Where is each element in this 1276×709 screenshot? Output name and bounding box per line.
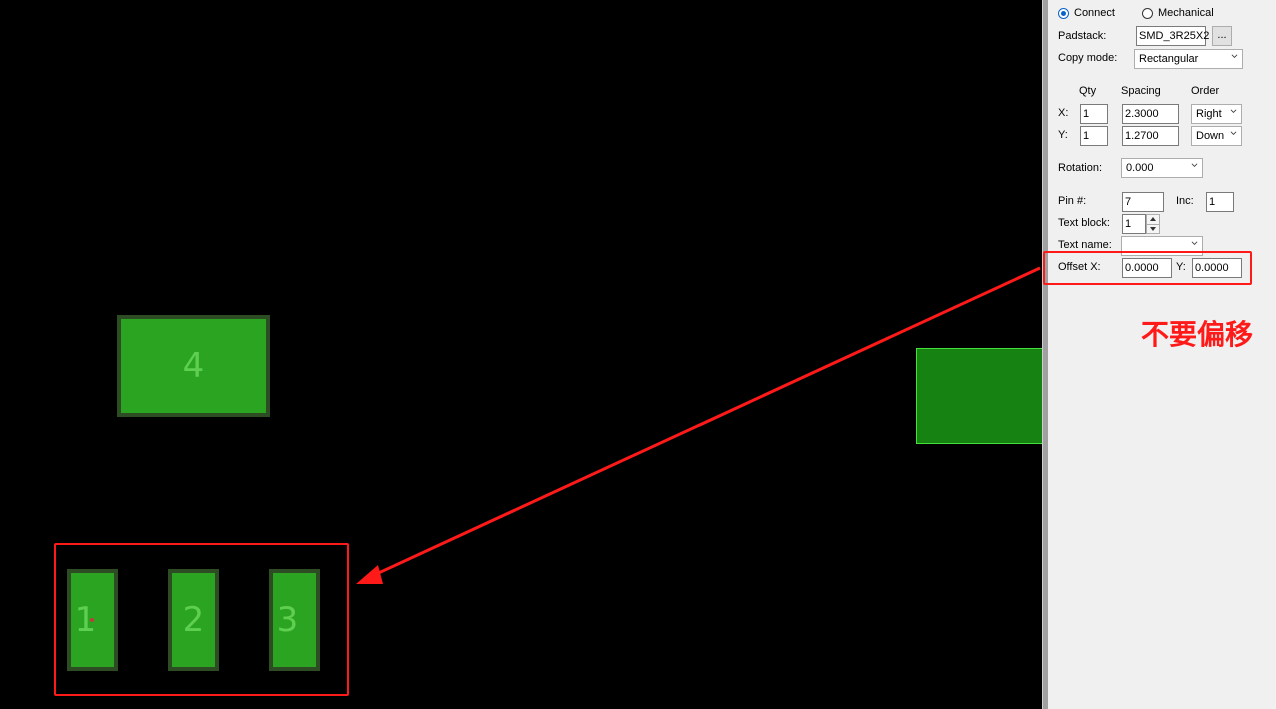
padstack-input[interactable]: SMD_3R25X2 xyxy=(1136,26,1209,46)
pad-number: 1 xyxy=(74,600,97,640)
offset-y-input[interactable]: 0.0000 xyxy=(1192,258,1242,278)
pad-2[interactable]: 2 xyxy=(168,569,219,671)
x-order-dropdown[interactable]: Right xyxy=(1191,104,1242,124)
pad-number: 4 xyxy=(182,346,205,386)
copy-mode-label: Copy mode: xyxy=(1058,52,1118,64)
offset-y-label: Y: xyxy=(1176,261,1186,273)
order-header: Order xyxy=(1191,85,1220,97)
text-block-input[interactable]: 1 xyxy=(1122,214,1146,234)
rotation-label: Rotation: xyxy=(1058,162,1103,174)
inc-input[interactable]: 1 xyxy=(1206,192,1234,212)
padstack-label: Padstack: xyxy=(1058,30,1107,42)
pin-label: Pin #: xyxy=(1058,195,1087,207)
pcb-canvas[interactable]: 4 1 2 3 xyxy=(0,0,1043,709)
pad-4[interactable]: 4 xyxy=(117,315,270,417)
x-spacing-input[interactable]: 2.3000 xyxy=(1122,104,1179,124)
chevron-down-icon xyxy=(1230,131,1237,135)
pad-origin-marker xyxy=(90,618,94,622)
rotation-value: 0.000 xyxy=(1126,162,1154,174)
pad-1[interactable]: 1 xyxy=(67,569,118,671)
copy-mode-value: Rectangular xyxy=(1139,53,1199,65)
padstack-browse-button[interactable]: ... xyxy=(1212,26,1232,46)
y-qty-input[interactable]: 1 xyxy=(1080,126,1108,146)
y-label: Y: xyxy=(1058,129,1068,141)
spacing-header: Spacing xyxy=(1121,85,1161,97)
y-order-value: Down xyxy=(1196,130,1225,142)
annotation-text: 不要偏移 xyxy=(1141,318,1254,351)
chevron-down-icon xyxy=(1191,163,1198,167)
connect-label: Connect xyxy=(1074,7,1115,19)
offset-x-input[interactable]: 0.0000 xyxy=(1122,258,1172,278)
text-name-label: Text name: xyxy=(1058,239,1112,251)
connect-radio[interactable] xyxy=(1058,8,1069,19)
chevron-down-icon xyxy=(1230,109,1237,113)
text-block-label: Text block: xyxy=(1058,217,1110,229)
spin-up-icon[interactable] xyxy=(1147,215,1159,225)
selected-pad[interactable] xyxy=(916,348,1043,444)
properties-panel: Connect Mechanical Padstack: SMD_3R25X2 … xyxy=(1043,0,1276,709)
chevron-down-icon xyxy=(1231,54,1238,58)
y-order-dropdown[interactable]: Down xyxy=(1191,126,1242,146)
text-block-spinner[interactable] xyxy=(1146,214,1160,234)
highlight-box-offset xyxy=(1043,251,1252,285)
rotation-dropdown[interactable]: 0.000 xyxy=(1121,158,1203,178)
spin-down-icon[interactable] xyxy=(1147,225,1159,234)
x-qty-input[interactable]: 1 xyxy=(1080,104,1108,124)
highlight-box-pads xyxy=(54,543,349,696)
pad-3[interactable]: 3 xyxy=(269,569,320,671)
mechanical-radio[interactable] xyxy=(1142,8,1153,19)
pin-input[interactable]: 7 xyxy=(1122,192,1164,212)
pad-number: 2 xyxy=(182,600,205,640)
copy-mode-dropdown[interactable]: Rectangular xyxy=(1134,49,1243,69)
inc-label: Inc: xyxy=(1176,195,1194,207)
y-spacing-input[interactable]: 1.2700 xyxy=(1122,126,1179,146)
offset-x-label: Offset X: xyxy=(1058,261,1101,273)
qty-header: Qty xyxy=(1079,85,1097,97)
chevron-down-icon xyxy=(1191,241,1198,245)
x-order-value: Right xyxy=(1196,108,1222,120)
panel-splitter[interactable] xyxy=(1042,0,1048,709)
mechanical-label: Mechanical xyxy=(1158,7,1214,19)
pad-number: 3 xyxy=(276,600,299,640)
x-label: X: xyxy=(1058,107,1069,119)
